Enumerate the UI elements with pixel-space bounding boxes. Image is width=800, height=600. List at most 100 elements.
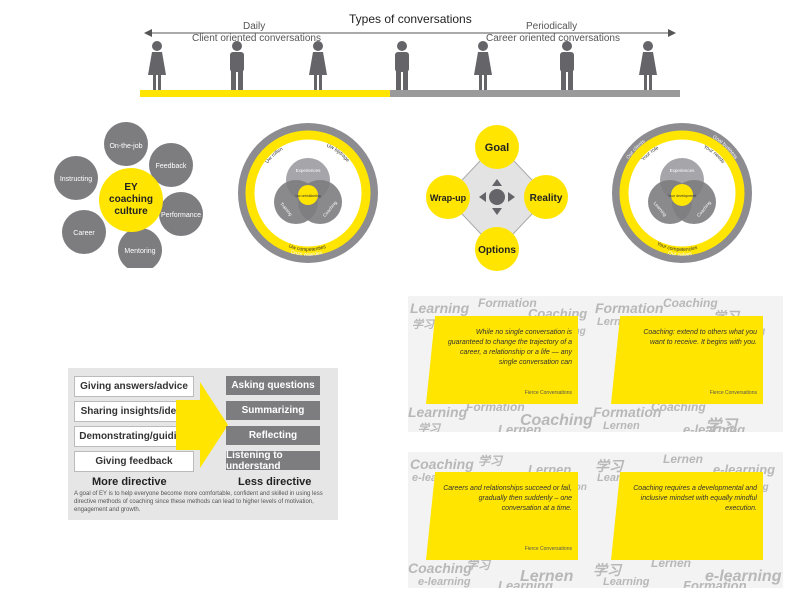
background-word: Learning xyxy=(408,404,468,420)
center-dot xyxy=(298,185,318,205)
arrow-up-icon xyxy=(492,179,502,186)
petal-mentoring xyxy=(118,228,162,268)
background-word: 学习 xyxy=(412,319,434,331)
quote-card: 学习 Lernen e-learning Learning Formation Coach… xyxy=(593,452,783,588)
quote-text: Coaching requires a developmental and in… xyxy=(633,485,757,512)
background-word: e-learning xyxy=(418,576,471,588)
center-label: culture xyxy=(114,206,148,217)
petal-performance xyxy=(159,192,203,236)
hub-circle xyxy=(489,189,505,205)
directive-panel: Giving answers/advice Sharing insights/i… xyxy=(68,368,338,520)
node-wrapup xyxy=(426,175,470,219)
yellow-ring xyxy=(245,130,371,256)
quote-card: Coaching学习Lernene-learningLearningFormat… xyxy=(408,452,598,588)
quote-card: LearningFormationCoaching学习Lernene-learn… xyxy=(408,296,598,432)
timeline-right-sub: Career oriented conversations xyxy=(486,33,620,44)
label-top-circle: Experiences xyxy=(296,168,322,173)
right-item: Asking questions xyxy=(226,376,320,395)
left-item: Giving answers/advice xyxy=(74,376,194,397)
woman-icon xyxy=(474,41,492,90)
background-word: Lernen xyxy=(498,422,542,432)
background-word: Lernen xyxy=(603,420,640,432)
quote-text: Coaching: extend to others what you want… xyxy=(643,329,757,346)
arrow-right-icon xyxy=(508,192,515,202)
directive-note: A goal of EY is to help everyone become … xyxy=(74,491,323,513)
arrow-down-icon xyxy=(492,208,502,215)
background-word: 学习 xyxy=(705,418,738,432)
petal-career xyxy=(62,210,106,254)
quote-box: Coaching requires a developmental and in… xyxy=(611,472,763,560)
node-options xyxy=(475,227,519,271)
label-wrapup: Wrap-up xyxy=(430,193,467,203)
right-item: Listening to understand xyxy=(226,450,320,472)
man-icon xyxy=(230,41,244,90)
quote-box: While no single conversation is guarante… xyxy=(426,316,578,404)
big-arrow-icon xyxy=(176,382,228,468)
background-word: Coaching xyxy=(663,296,718,310)
background-word: Learning xyxy=(603,576,650,588)
label-outer-ring: Onze waarden xyxy=(290,249,323,257)
background-word: Learning xyxy=(410,300,470,316)
timeline: Types of conversations Daily Client orie… xyxy=(140,10,680,100)
label-reality: Reality xyxy=(530,193,563,204)
quote-card: FormationCoaching学习Lernene-learningLearn… xyxy=(593,296,783,432)
petal-label: Career xyxy=(73,230,95,237)
background-word: 学习 xyxy=(478,454,503,468)
timeline-bar xyxy=(140,90,680,97)
background-word: Coaching xyxy=(520,412,593,429)
right-item: Reflecting xyxy=(226,426,320,445)
background-word: 学习 xyxy=(593,562,621,578)
background-word: e-learning xyxy=(683,422,746,432)
timeline-left-sub: Client oriented conversations xyxy=(192,33,321,44)
woman-icon xyxy=(148,41,166,90)
quote-text: While no single conversation is guarante… xyxy=(447,329,572,366)
background-word: 学习 xyxy=(595,458,623,474)
quote-author: Fierce Conversations xyxy=(709,390,757,396)
venn-diagram-right: Our clients Goal business Your role Your… xyxy=(612,123,752,263)
timeline-right-label: Periodically xyxy=(526,21,578,32)
man-icon xyxy=(395,41,409,90)
background-word: 学习 xyxy=(418,423,440,432)
people-figures xyxy=(148,41,657,90)
background-word: Lernen xyxy=(663,452,704,466)
woman-icon xyxy=(309,41,327,90)
quote-text: Careers and relationships succeed or fai… xyxy=(443,485,572,512)
more-directive-label: More directive xyxy=(92,476,167,488)
venn-diagram-left: Uw rollen Uw bijdrage Uw competenties On… xyxy=(238,123,378,263)
man-icon xyxy=(560,41,574,90)
background-word: 学习 xyxy=(466,558,491,572)
background-word: e-learning xyxy=(705,568,782,585)
background-word: Coaching xyxy=(410,456,474,472)
timeline-arrow-right xyxy=(668,29,676,37)
svg-text:Our values: Our values xyxy=(667,250,692,257)
arrow-left-icon xyxy=(479,192,486,202)
center-label: EY xyxy=(124,182,138,193)
svg-text:Onze waarden: Onze waarden xyxy=(290,249,323,257)
left-item: Giving feedback xyxy=(74,451,194,472)
petal-feedback xyxy=(149,143,193,187)
quote-box: Coaching: extend to others what you want… xyxy=(611,316,763,404)
node-reality xyxy=(524,175,568,219)
label-top-circle: Experiences xyxy=(670,168,696,173)
petal-label: Performance xyxy=(161,212,201,219)
background-word: Formation xyxy=(595,300,664,316)
label-outer-bottom: Uw competenties xyxy=(288,244,327,253)
background-word: Formation xyxy=(683,578,747,588)
timeline-arrow-left xyxy=(144,29,152,37)
quote-author: Fierce Conversations xyxy=(524,390,572,396)
center-dot xyxy=(671,184,693,206)
petal-instructing xyxy=(54,156,98,200)
timeline-bar-highlight xyxy=(140,90,390,97)
background-word: Formation xyxy=(478,296,537,310)
petal-label: On-the-job xyxy=(109,143,142,150)
coaching-culture-diagram: On-the-job Feedback Performance Mentorin… xyxy=(54,122,203,268)
label-goal: Goal xyxy=(485,142,509,154)
svg-text:Uw competenties: Uw competenties xyxy=(288,244,327,253)
background-word: Learning xyxy=(498,578,553,588)
center-label: coaching xyxy=(109,194,153,205)
coaching-culture-center xyxy=(99,168,163,232)
yellow-ring xyxy=(619,130,745,256)
petal-label: Mentoring xyxy=(124,248,155,255)
petal-label: Instructing xyxy=(60,176,92,183)
timeline-left-label: Daily xyxy=(243,21,266,32)
